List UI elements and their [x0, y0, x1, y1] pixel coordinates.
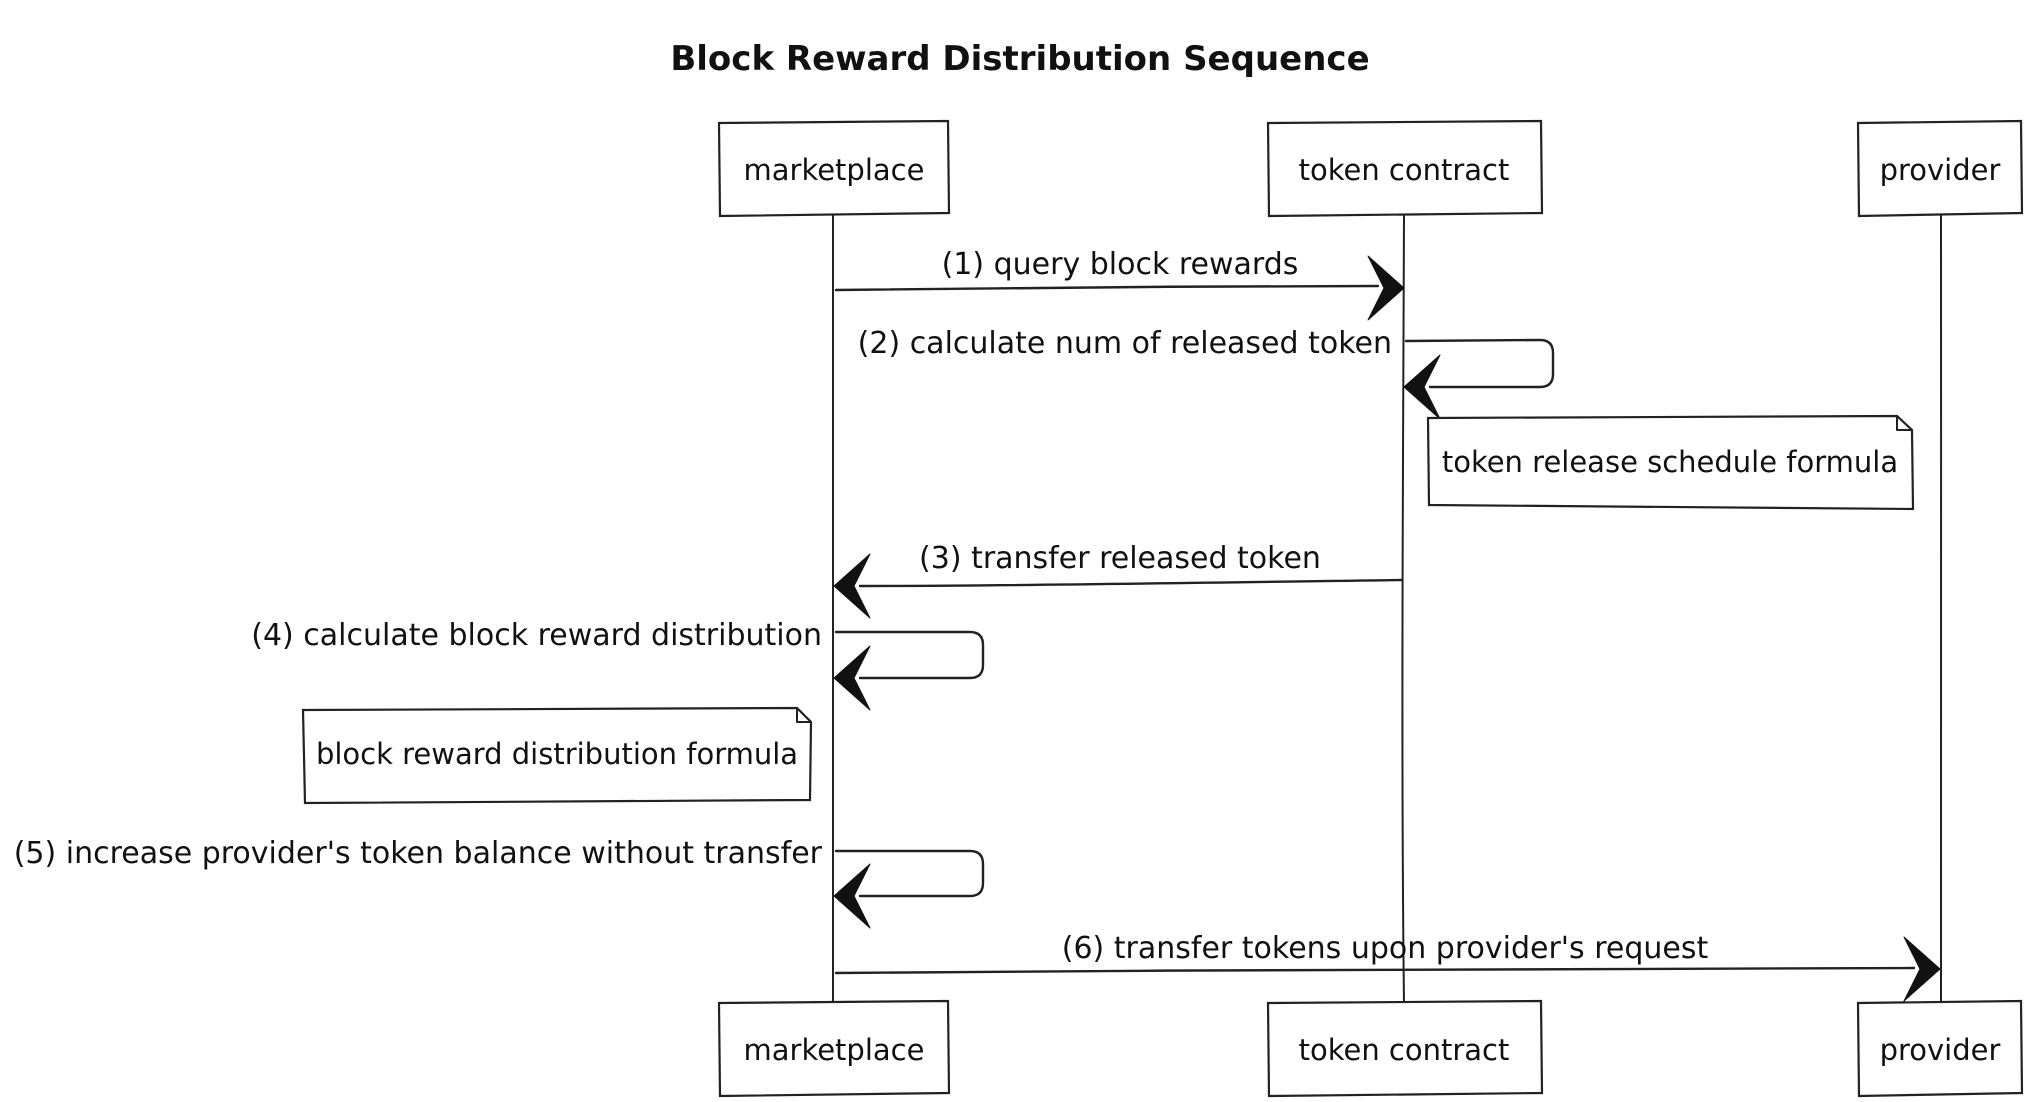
arrowhead-left — [833, 645, 871, 711]
participant-top-provider: provider — [1856, 119, 2024, 218]
participant-label: token contract — [1299, 1033, 1510, 1067]
lifeline-marketplace — [831, 214, 835, 1004]
note-block-reward-distribution: block reward distribution formula — [301, 706, 813, 805]
participant-bottom-provider: provider — [1856, 999, 2024, 1098]
message-label: (1) query block rewards — [942, 247, 1299, 282]
message-arrow-line — [834, 849, 985, 898]
arrowhead-left — [833, 553, 871, 619]
arrowhead-left — [833, 863, 871, 929]
message-4: (4) calculate block reward distribution — [251, 618, 985, 711]
participant-top-token-contract: token contract — [1266, 119, 1544, 218]
message-arrow-line — [834, 630, 985, 680]
participant-bottom-token-contract: token contract — [1266, 999, 1544, 1098]
message-label: (4) calculate block reward distribution — [251, 618, 822, 653]
participant-label: provider — [1880, 1033, 2001, 1067]
message-label: (3) transfer released token — [919, 541, 1321, 576]
message-2: (2) calculate num of released token — [858, 326, 1555, 420]
arrowhead-left — [1403, 354, 1441, 420]
message-arrow-line — [834, 284, 1380, 292]
message-6: (6) transfer tokens upon provider's requ… — [834, 931, 1941, 1002]
arrowhead-right — [1367, 255, 1405, 321]
lifeline-provider — [1939, 214, 1943, 1004]
message-label: (5) increase provider's token balance wi… — [14, 836, 823, 871]
participant-top-marketplace: marketplace — [717, 119, 951, 218]
participant-bottom-marketplace: marketplace — [717, 999, 951, 1098]
participant-label: provider — [1880, 153, 2001, 187]
note-token-release-schedule: token release schedule formula — [1426, 414, 1915, 511]
participant-label: marketplace — [744, 1033, 925, 1067]
message-arrow-line — [858, 578, 1403, 588]
lifeline-token-contract — [1401, 214, 1405, 1004]
message-label: (6) transfer tokens upon provider's requ… — [1062, 931, 1709, 966]
arrowhead-right — [1903, 936, 1941, 1002]
message-label: (2) calculate num of released token — [858, 326, 1392, 361]
participant-label: marketplace — [744, 153, 925, 187]
diagram-title: Block Reward Distribution Sequence — [670, 39, 1369, 79]
note-text: block reward distribution formula — [316, 737, 798, 771]
message-arrow-line — [1404, 338, 1555, 389]
message-arrow-line — [834, 966, 1916, 975]
message-5: (5) increase provider's token balance wi… — [14, 836, 985, 929]
participant-label: token contract — [1299, 153, 1510, 187]
message-3: (3) transfer released token — [833, 541, 1403, 619]
note-text: token release schedule formula — [1442, 445, 1898, 479]
message-1: (1) query block rewards — [834, 247, 1405, 321]
